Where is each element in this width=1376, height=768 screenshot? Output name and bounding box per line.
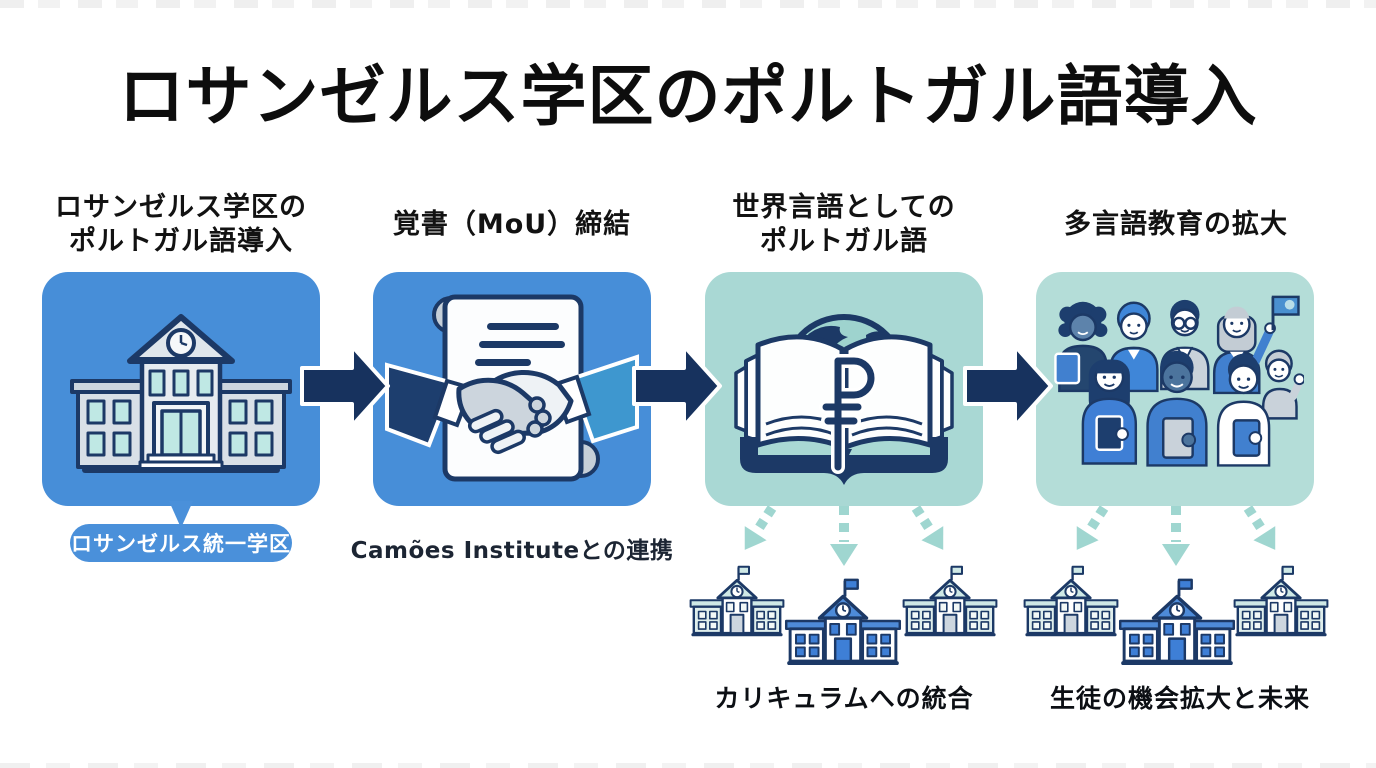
step-3-heading-line2: ポルトガル語 [760,226,928,257]
step-3-heading-line1: 世界言語としての [732,192,956,223]
book-globe-icon [734,314,954,485]
step-4-card [1036,272,1314,506]
flow-arrow-icon [300,342,392,430]
flow-arrow-icon [632,342,724,430]
students-group-icon [1054,295,1304,467]
step-1-heading-line1: ロサンゼルス学区の [55,192,307,223]
step-2-caption: Camões Instituteとの連携 [350,538,674,564]
school-icon [1023,561,1119,638]
step-1-card [42,272,320,506]
school-icon [689,561,785,638]
student-white-shirt-boy [1216,353,1271,467]
callout-pointer [169,501,193,528]
school-icon [784,573,902,667]
step-2-heading: 覚書（MoU）締結 [352,186,672,264]
student-afro-woman [1054,301,1108,393]
cropped-text-artifact-bottom [0,763,1376,768]
step-4-heading: 多言語教育の拡大 [1016,186,1336,264]
cropped-text-artifact-top [0,0,1376,8]
school-icon [1118,573,1236,667]
school-icon [902,561,998,638]
student-long-hair-girl [1081,359,1138,465]
step-4-caption: 生徒の機会拡大と未来 [1049,684,1310,713]
step-1-heading-line2: ポルトガル語導入 [69,226,293,257]
school-building-icon [70,314,292,473]
step-4-heading-line1: 多言語教育の拡大 [1064,209,1288,240]
step-2-heading-line1: 覚書（MoU）締結 [392,209,632,240]
school-icon [1233,561,1329,638]
step-2-card [373,272,651,506]
student-small-kid [1261,349,1304,420]
student-dark-skin-boy [1146,350,1208,467]
handshake-scroll-icon [385,294,639,481]
district-callout-pill: ロサンゼルス統一学区 [70,524,292,562]
step-1-heading: ロサンゼルス学区の ポルトガル語導入 [21,186,341,264]
step-3-caption: カリキュラムへの統合 [714,684,974,713]
step-3-heading: 世界言語としての ポルトガル語 [684,186,1004,264]
flow-arrow-icon [963,342,1055,430]
step-3-card [705,272,983,506]
page-title: ロサンゼルス学区のポルトガル語導入 [118,58,1258,135]
